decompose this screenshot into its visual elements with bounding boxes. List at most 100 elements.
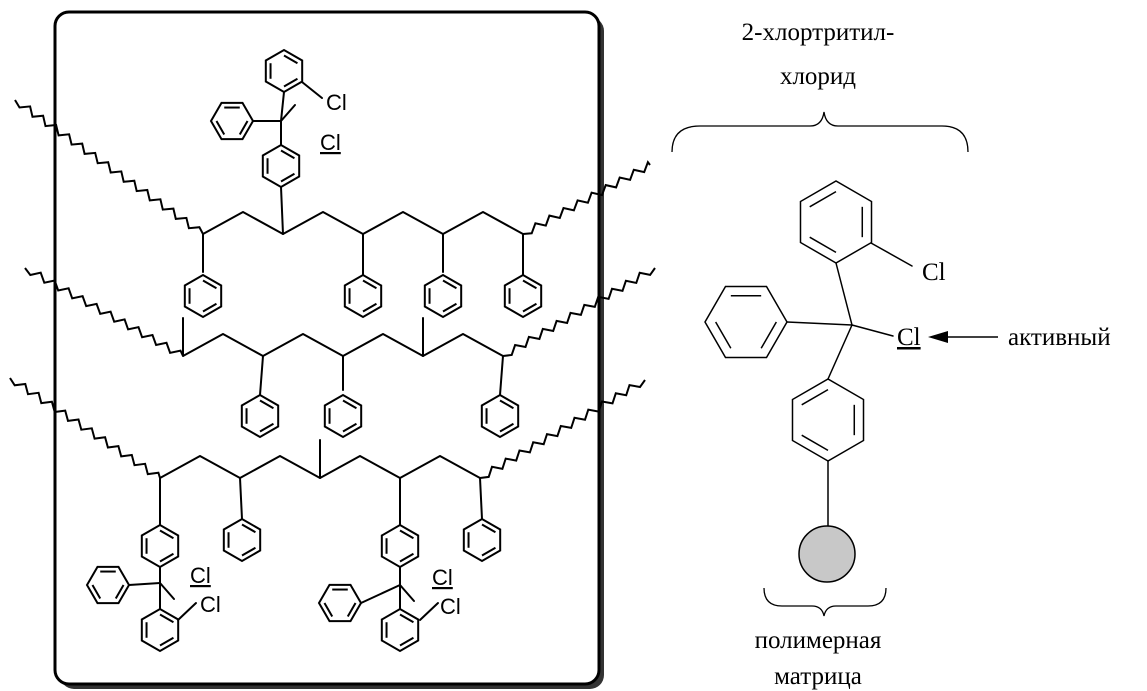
ring-outline — [323, 393, 363, 439]
ring-outline — [240, 393, 280, 439]
ring-double-bond — [499, 422, 514, 433]
ring-double-bond — [362, 279, 377, 290]
ring-outline — [261, 143, 301, 189]
ring-double-bond — [522, 279, 537, 290]
arrow-left-icon — [928, 331, 948, 343]
ring-cl-bond — [177, 602, 197, 621]
ring-double-bond — [760, 321, 777, 349]
monomer-active-cl-bond — [851, 324, 894, 337]
ring-double-bond — [202, 279, 217, 290]
trityl-phenyl — [209, 101, 255, 141]
monomer-ring-cl-bond — [870, 242, 913, 267]
caption-matrix-line1: полимерная — [755, 627, 882, 654]
backbone-bottom-right-end — [479, 379, 646, 479]
trityl-bond — [128, 582, 161, 586]
pendant-phenyl — [503, 273, 543, 319]
trityl-right-cl-ring: Cl — [440, 594, 461, 619]
ring-outline — [264, 48, 304, 94]
pendant-bond — [239, 477, 243, 520]
pendant-phenyl — [240, 393, 280, 439]
trityl-bond — [280, 91, 285, 122]
monomer-labels: 2-хлортритил- хлорид Cl Cl активный поли… — [742, 19, 1111, 690]
trityl-top-cl-active: Cl — [320, 130, 341, 155]
ring-outline — [799, 180, 873, 264]
ring-double-bond — [499, 399, 514, 410]
ring-outline — [317, 583, 363, 623]
monomer-bond — [827, 324, 853, 380]
trityl-chlorophenyl — [380, 607, 420, 653]
crosslink-phenyl — [423, 273, 463, 319]
pendant-phenyl — [462, 517, 502, 563]
ring-double-bond — [522, 302, 537, 313]
ring-double-bond — [91, 584, 102, 599]
ring-double-bond — [715, 321, 732, 349]
ring-outline — [791, 378, 865, 462]
ring-double-bond — [342, 422, 357, 433]
trityl-link-bond — [280, 186, 284, 235]
pendant-phenyl — [222, 517, 262, 563]
pendant-bond — [259, 355, 264, 396]
backbone-middle-right-end — [502, 267, 656, 357]
ring-double-bond — [159, 552, 174, 563]
ring-outline — [503, 273, 543, 319]
caption-bracket-bottom — [763, 587, 887, 617]
trityl-phenyl — [85, 565, 131, 605]
ring-double-bond — [159, 613, 174, 624]
caption-matrix-line2: матрица — [774, 663, 862, 690]
pendant-bond — [499, 355, 504, 396]
active-cl-bond — [159, 582, 175, 600]
curly-brackets — [671, 111, 969, 617]
ring-double-bond — [442, 302, 457, 313]
ring-double-bond — [159, 529, 174, 540]
ring-double-bond — [280, 149, 295, 160]
caption-bracket-top — [671, 111, 969, 153]
ring-double-bond — [346, 602, 357, 617]
ring-double-bond — [809, 191, 837, 208]
resin-trityl-groups — [85, 48, 439, 653]
active-site-label: активный — [1008, 324, 1111, 351]
ring-double-bond — [114, 584, 125, 599]
ring-double-bond — [280, 172, 295, 183]
ring-outline — [209, 101, 255, 141]
ring-double-bond — [283, 54, 298, 65]
ring-double-bond — [238, 120, 249, 135]
ring-cl-bond — [301, 81, 323, 99]
ring-outline — [85, 565, 131, 605]
ring-double-bond — [283, 77, 298, 88]
ring-double-bond — [259, 422, 274, 433]
ring-outline — [222, 517, 262, 563]
ring-double-bond — [801, 389, 829, 406]
monomer-bond — [835, 262, 853, 326]
trityl-left-cl-ring: Cl — [200, 592, 221, 617]
trityl-top-cl-ring: Cl — [326, 90, 347, 115]
ring-double-bond — [159, 636, 174, 647]
polymer-bead — [798, 525, 856, 583]
monomer-rings-and-bonds — [704, 180, 913, 527]
active-site-arrow — [928, 331, 998, 343]
active-cl-bond — [280, 104, 296, 122]
ring-double-bond — [809, 236, 837, 253]
ring-outline — [423, 273, 463, 319]
monomer-chlorophenyl — [799, 180, 873, 264]
ring-double-bond — [241, 523, 256, 534]
ring-double-bond — [481, 546, 496, 557]
ring-outline — [704, 285, 788, 359]
pendant-phenyl-rings — [183, 233, 543, 563]
crosslink-phenyl — [183, 273, 223, 319]
trityl-right-cl-active: Cl — [432, 565, 453, 590]
monomer-cl-ring: Cl — [922, 259, 946, 286]
ring-outline — [462, 517, 502, 563]
ring-double-bond — [399, 552, 414, 563]
monomer-linker-phenyl — [791, 378, 865, 462]
ring-double-bond — [399, 613, 414, 624]
ring-cl-bond — [419, 602, 439, 621]
monomer-phenyl — [704, 285, 788, 359]
ring-double-bond — [241, 546, 256, 557]
ring-outline — [380, 607, 420, 653]
ring-double-bond — [362, 302, 377, 313]
active-cl-bond — [399, 584, 415, 602]
monomer-structure — [704, 180, 913, 583]
trityl-chlorophenyl — [140, 607, 180, 653]
crosslink-phenyl — [323, 393, 363, 439]
monomer-cl-active: Cl — [897, 324, 921, 351]
